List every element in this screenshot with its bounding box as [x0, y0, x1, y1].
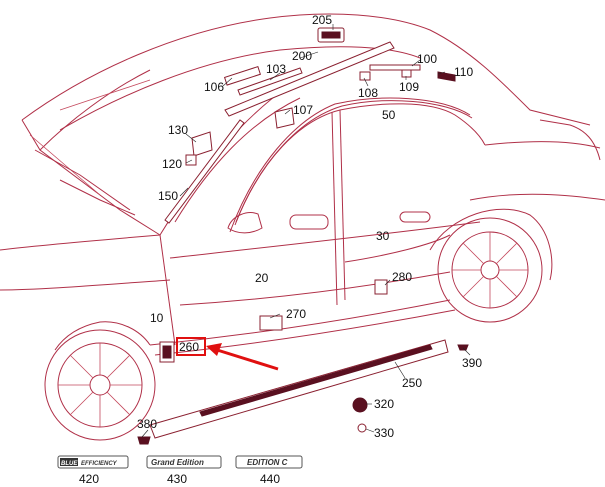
label-103: 103 — [266, 62, 286, 76]
highlight-arrow-head — [206, 343, 222, 356]
leader-lines — [141, 24, 471, 438]
roof-trim-parts — [164, 27, 473, 224]
label-260: 260 — [179, 340, 199, 354]
label-109: 109 — [399, 80, 419, 94]
label-270: 270 — [286, 307, 306, 321]
badge-420: BLUE EFFICIENCY — [57, 455, 129, 469]
front-wheel — [44, 329, 156, 441]
label-108: 108 — [358, 86, 378, 100]
label-100: 100 — [417, 52, 437, 66]
part-labels: 205 200 103 106 100 110 108 109 107 50 1… — [79, 13, 482, 486]
label-130: 130 — [168, 123, 188, 137]
svg-text:Grand Edition: Grand Edition — [151, 458, 204, 467]
label-205: 205 — [312, 13, 332, 27]
label-420: 420 — [79, 472, 99, 486]
label-110: 110 — [454, 65, 473, 79]
side-parts — [137, 279, 469, 445]
svg-text:EDITION C: EDITION C — [247, 458, 288, 467]
label-20: 20 — [255, 271, 269, 285]
highlight-box — [176, 337, 206, 356]
label-330: 330 — [374, 426, 394, 440]
label-30: 30 — [376, 229, 390, 243]
badge-440: EDITION C — [235, 455, 303, 469]
label-320: 320 — [374, 397, 394, 411]
badge-430: Grand Edition — [146, 455, 222, 469]
label-380: 380 — [137, 417, 157, 431]
svg-text:BLUE: BLUE — [61, 461, 78, 467]
label-150: 150 — [158, 189, 178, 203]
label-390: 390 — [462, 356, 482, 370]
label-120: 120 — [162, 157, 182, 171]
label-106: 106 — [204, 80, 224, 94]
highlight-260: 260 — [176, 337, 279, 371]
label-10: 10 — [150, 311, 164, 325]
car-outline — [0, 13, 605, 356]
label-50: 50 — [382, 108, 396, 122]
highlight-arrow-shaft — [213, 347, 279, 371]
label-200: 200 — [292, 49, 312, 63]
rear-wheel — [437, 217, 543, 323]
label-250: 250 — [402, 376, 422, 390]
label-107: 107 — [293, 103, 313, 117]
svg-text:EFFICIENCY: EFFICIENCY — [81, 461, 118, 467]
label-440: 440 — [260, 472, 280, 486]
label-280: 280 — [392, 270, 412, 284]
label-430: 430 — [167, 472, 187, 486]
